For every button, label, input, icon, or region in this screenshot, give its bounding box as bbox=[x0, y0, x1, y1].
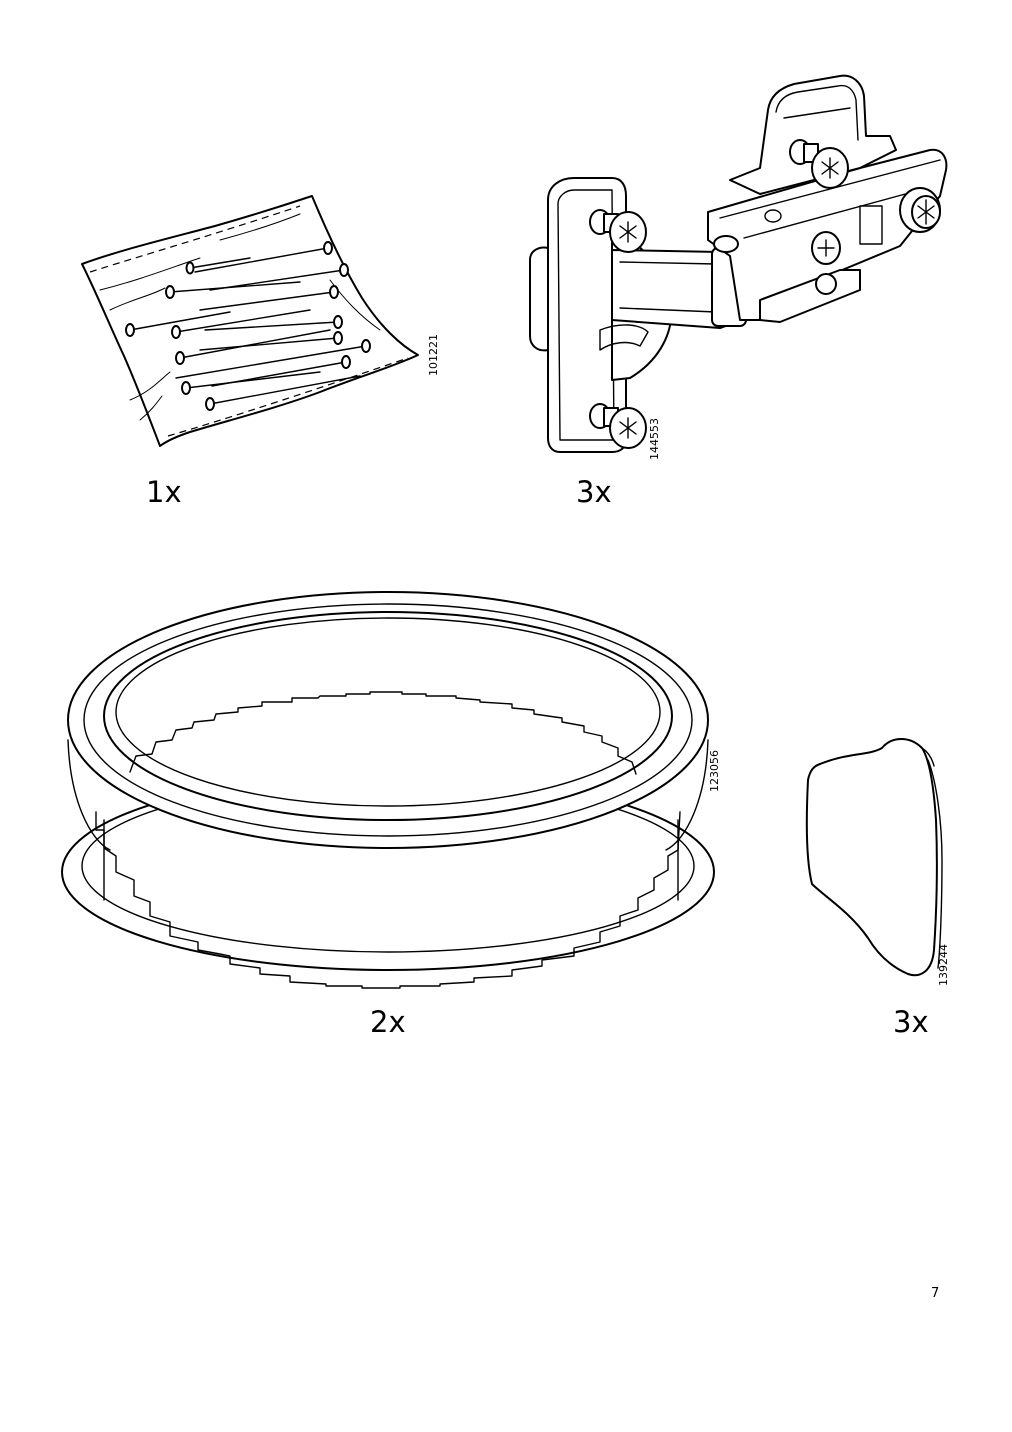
nail-bag-illustration bbox=[81, 195, 419, 447]
page-number: 7 bbox=[931, 1286, 940, 1301]
cover-cap-illustration bbox=[805, 738, 943, 977]
ring-illustration bbox=[61, 591, 715, 989]
nail-bag-part bbox=[0, 0, 460, 460]
quantity-hinge: 3x bbox=[576, 475, 612, 509]
hinge-illustration bbox=[529, 74, 948, 453]
quantity-ring: 2x bbox=[370, 1005, 406, 1039]
quantity-nail-bag: 1x bbox=[146, 475, 182, 509]
cover-cap-part bbox=[805, 738, 943, 977]
hinge-part bbox=[0, 0, 960, 470]
ring-part bbox=[61, 591, 715, 989]
part-code-cover-cap: 139244 bbox=[937, 944, 950, 986]
quantity-cover-cap: 3x bbox=[893, 1005, 929, 1039]
